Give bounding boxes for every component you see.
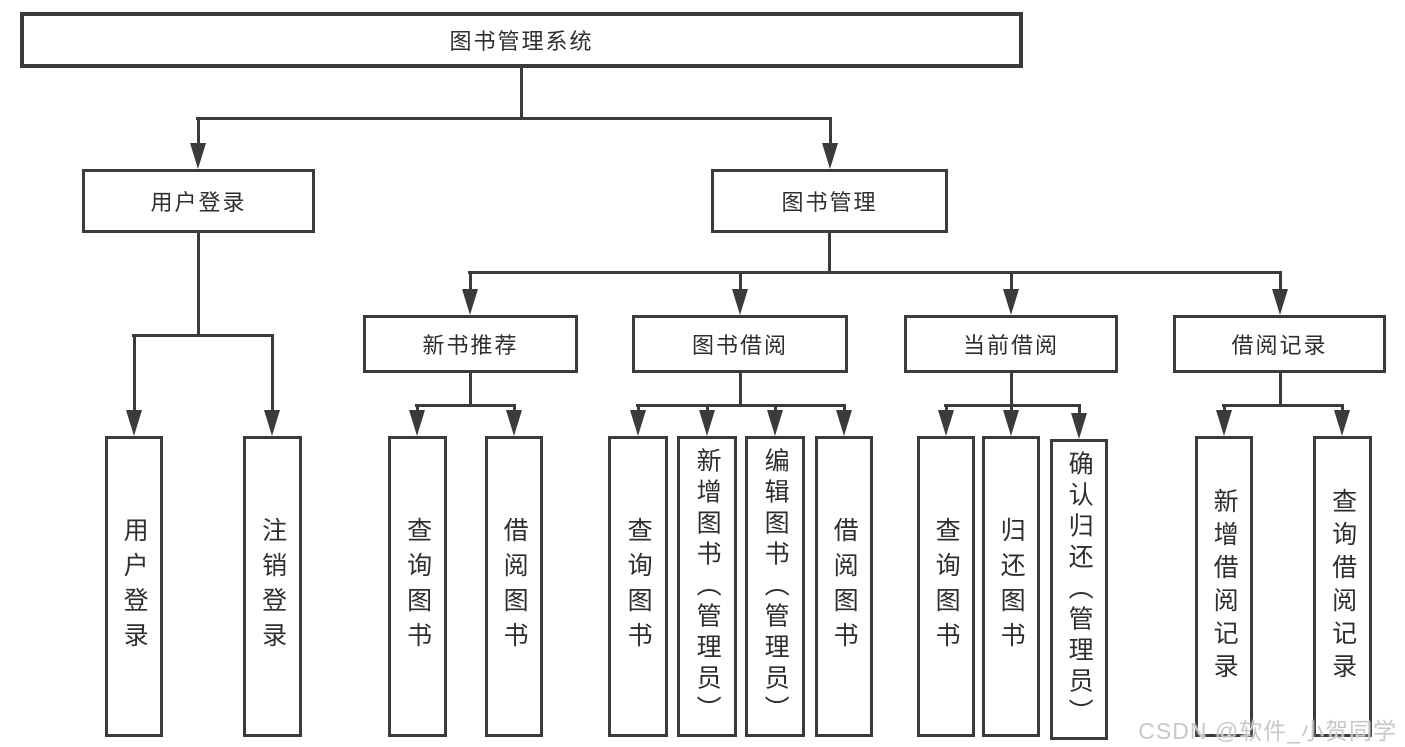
leaf-label: 查询图书 bbox=[624, 516, 653, 657]
connector-line bbox=[739, 373, 742, 407]
arrow-down-icon bbox=[699, 410, 715, 436]
leaf-label: 编辑图书（管理员） bbox=[761, 447, 790, 726]
connector-line bbox=[843, 404, 846, 414]
leaf-label: 新增借阅记录 bbox=[1210, 487, 1239, 686]
leaf-label: 借阅图书 bbox=[830, 516, 859, 657]
node-user-login: 用户登录 bbox=[82, 169, 315, 233]
csdn-watermark: CSDN @软件_小贺同学 bbox=[1138, 718, 1397, 744]
connector-line bbox=[520, 68, 523, 118]
leaf-query-books-recommend: 查询图书 bbox=[388, 436, 447, 737]
connector-line bbox=[1222, 404, 1344, 407]
node-book-management: 图书管理 bbox=[711, 169, 948, 233]
connector-line bbox=[945, 404, 948, 414]
leaf-user-login: 用户登录 bbox=[105, 436, 163, 737]
arrow-down-icon bbox=[190, 143, 206, 169]
leaf-return-book: 归还图书 bbox=[982, 436, 1040, 737]
connector-line bbox=[1010, 271, 1013, 292]
node-current-borrowing: 当前借阅 bbox=[904, 315, 1118, 373]
arrow-down-icon bbox=[1003, 289, 1019, 315]
arrow-down-icon bbox=[822, 143, 838, 169]
arrow-down-icon bbox=[264, 410, 280, 436]
connector-line bbox=[1078, 404, 1081, 416]
arrow-down-icon bbox=[630, 410, 646, 436]
leaf-borrow-books-recommend: 借阅图书 bbox=[485, 436, 543, 737]
connector-line bbox=[468, 271, 1282, 274]
connector-line bbox=[1010, 404, 1013, 414]
leaf-confirm-return-admin: 确认归还（管理员） bbox=[1050, 439, 1108, 740]
connector-line bbox=[469, 271, 472, 292]
connector-line bbox=[1279, 271, 1282, 292]
connector-line bbox=[829, 117, 832, 147]
connector-line bbox=[774, 404, 777, 414]
arrow-down-icon bbox=[506, 410, 522, 436]
arrow-down-icon bbox=[1272, 289, 1288, 315]
connector-line bbox=[1010, 373, 1013, 407]
leaf-logout: 注销登录 bbox=[243, 436, 302, 737]
leaf-label: 查询图书 bbox=[403, 516, 432, 657]
node-new-book-recommend: 新书推荐 bbox=[363, 315, 578, 373]
arrow-down-icon bbox=[1071, 413, 1087, 439]
arrow-down-icon bbox=[836, 410, 852, 436]
leaf-edit-book-admin: 编辑图书（管理员） bbox=[745, 436, 805, 737]
connector-line bbox=[1279, 373, 1282, 407]
arrow-down-icon bbox=[938, 410, 954, 436]
leaf-label: 查询借阅记录 bbox=[1328, 487, 1357, 686]
leaf-query-books-borrow: 查询图书 bbox=[608, 436, 668, 737]
arrow-down-icon bbox=[409, 410, 425, 436]
leaf-label: 确认归还（管理员） bbox=[1065, 450, 1094, 729]
arrow-down-icon bbox=[462, 289, 478, 315]
leaf-query-books-current: 查询图书 bbox=[917, 436, 975, 737]
connector-line bbox=[197, 117, 200, 147]
connector-line bbox=[706, 404, 709, 414]
connector-line bbox=[133, 334, 136, 412]
leaf-add-borrow-record: 新增借阅记录 bbox=[1195, 436, 1253, 737]
arrow-down-icon bbox=[1003, 410, 1019, 436]
leaf-label: 归还图书 bbox=[997, 516, 1026, 657]
arrow-down-icon bbox=[767, 410, 783, 436]
node-borrowing-records: 借阅记录 bbox=[1173, 315, 1386, 373]
arrow-down-icon bbox=[1216, 410, 1232, 436]
leaf-add-book-admin: 新增图书（管理员） bbox=[677, 436, 737, 737]
connector-line bbox=[196, 117, 832, 120]
leaf-label: 查询图书 bbox=[932, 516, 961, 657]
connector-line bbox=[636, 404, 846, 407]
leaf-label: 注销登录 bbox=[258, 516, 287, 657]
connector-line bbox=[132, 334, 273, 337]
leaf-query-borrow-record: 查询借阅记录 bbox=[1313, 436, 1372, 737]
leaf-label: 新增图书（管理员） bbox=[693, 447, 722, 726]
connector-line bbox=[469, 373, 472, 407]
arrow-down-icon bbox=[126, 410, 142, 436]
arrow-down-icon bbox=[1334, 410, 1350, 436]
connector-line bbox=[1341, 404, 1344, 414]
node-book-borrowing: 图书借阅 bbox=[632, 315, 848, 373]
connector-line bbox=[197, 233, 200, 337]
arrow-down-icon bbox=[732, 289, 748, 315]
connector-line bbox=[271, 334, 274, 412]
connector-line bbox=[416, 404, 419, 414]
connector-line bbox=[637, 404, 640, 414]
leaf-label: 用户登录 bbox=[120, 516, 149, 657]
connector-line bbox=[828, 233, 831, 274]
connector-line bbox=[739, 271, 742, 292]
leaf-label: 借阅图书 bbox=[500, 516, 529, 657]
connector-line bbox=[513, 404, 516, 414]
leaf-borrow-books-borrow: 借阅图书 bbox=[815, 436, 873, 737]
node-library-management-system: 图书管理系统 bbox=[20, 12, 1023, 68]
connector-line bbox=[415, 404, 516, 407]
connector-line bbox=[1223, 404, 1226, 414]
